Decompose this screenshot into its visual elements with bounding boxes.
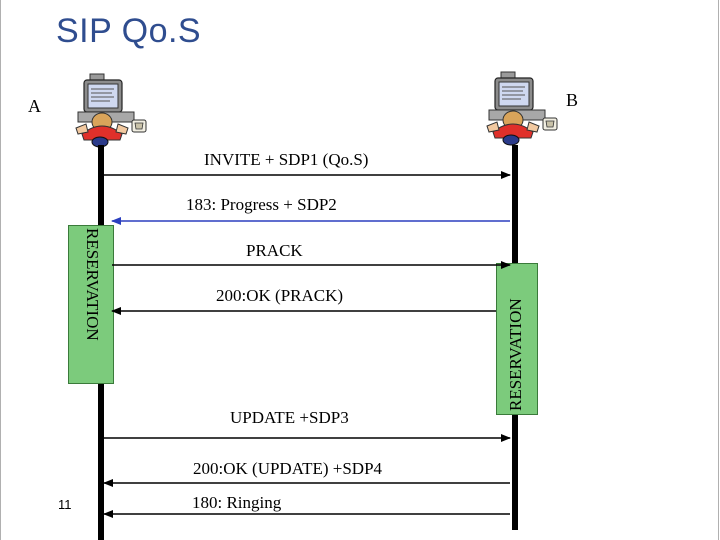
message-label-200-ok-update: 200:OK (UPDATE) +SDP4 [193, 459, 383, 478]
page-number: 11 [58, 497, 72, 512]
message-label-180-ringing: 180: Ringing [192, 493, 282, 512]
person-at-computer-icon [486, 71, 558, 146]
slide-border-right [718, 0, 719, 540]
slide-border-left [0, 0, 1, 540]
person-at-computer-icon [75, 73, 147, 148]
actor-b-label: B [566, 90, 579, 110]
message-label-183-progress: 183: Progress + SDP2 [186, 195, 337, 214]
actor-a-label: A [28, 96, 41, 116]
message-label-prack: PRACK [246, 241, 303, 260]
reservation-box-b [496, 263, 538, 415]
message-label-200-ok-prack: 200:OK (PRACK) [216, 286, 344, 305]
slide-title: SIP Qo.S [56, 12, 202, 50]
reservation-box-a [68, 225, 114, 384]
message-label-invite: INVITE + SDP1 (Qo.S) [204, 150, 369, 169]
message-label-update: UPDATE +SDP3 [230, 408, 349, 427]
